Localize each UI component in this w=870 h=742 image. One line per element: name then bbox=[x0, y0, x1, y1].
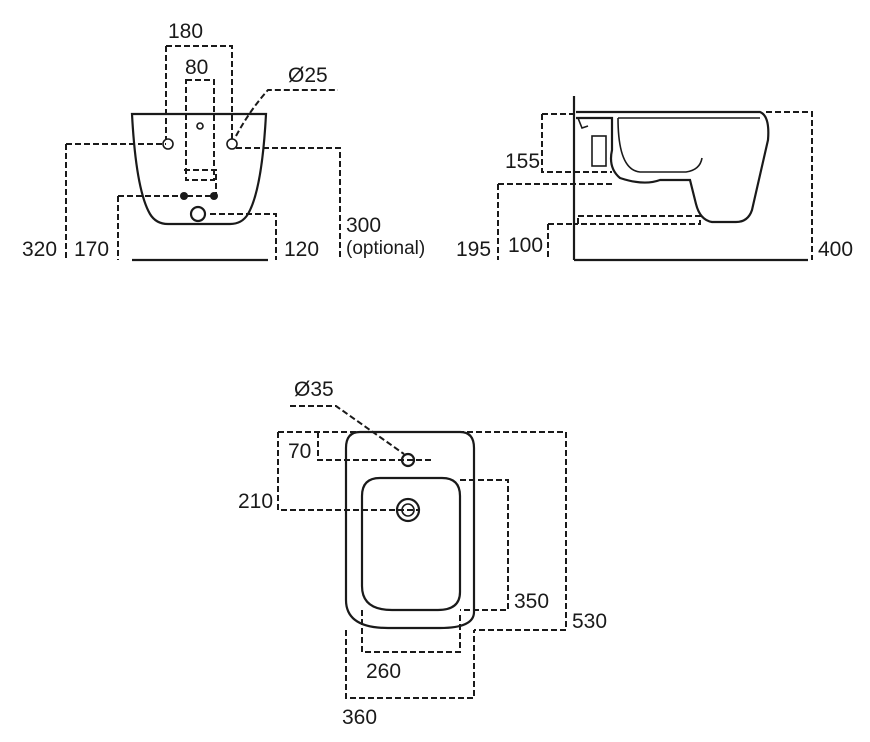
front-bidet-outline bbox=[130, 112, 268, 226]
label-195: 195 bbox=[456, 238, 491, 261]
label-100: 100 bbox=[508, 234, 543, 257]
dim-180-line bbox=[166, 45, 233, 140]
dim-d25-leader bbox=[235, 89, 338, 137]
dim-400-line bbox=[766, 111, 813, 260]
label-320: 320 bbox=[22, 238, 57, 261]
top-bowl-outline bbox=[360, 476, 462, 612]
fixing-hole-left bbox=[162, 138, 174, 150]
label-360: 360 bbox=[342, 706, 377, 729]
side-fixing-bracket bbox=[591, 135, 607, 167]
waste-outlet bbox=[189, 205, 207, 223]
side-bidet-profile bbox=[576, 110, 770, 224]
dim-80-line bbox=[185, 79, 215, 181]
dim-210-line bbox=[277, 432, 420, 511]
dim-300-line bbox=[236, 147, 341, 260]
label-70: 70 bbox=[288, 440, 311, 463]
label-120: 120 bbox=[284, 238, 319, 261]
front-view: 180 80 Ø25 320 170 120 300 (optional) bbox=[22, 20, 425, 262]
dim-260-line bbox=[361, 610, 461, 653]
label-80: 80 bbox=[185, 56, 208, 79]
top-view: Ø35 70 210 350 530 260 360 bbox=[238, 378, 607, 729]
dim-155-line bbox=[541, 114, 612, 173]
fixing-point-right bbox=[210, 192, 218, 200]
label-530: 530 bbox=[572, 610, 607, 633]
label-210: 210 bbox=[238, 490, 273, 513]
label-optional: (optional) bbox=[346, 238, 425, 259]
label-400: 400 bbox=[818, 238, 853, 261]
dim-70-line bbox=[317, 432, 432, 461]
label-180: 180 bbox=[168, 20, 203, 43]
side-carrier bbox=[577, 215, 701, 225]
dim-120-line bbox=[210, 213, 277, 260]
dim-350-line bbox=[460, 479, 509, 611]
side-view: 155 195 100 400 bbox=[456, 96, 853, 262]
dim-530-line bbox=[278, 431, 567, 631]
label-300: 300 bbox=[346, 214, 381, 237]
dim-360-line bbox=[345, 630, 475, 699]
label-170: 170 bbox=[74, 238, 109, 261]
dim-d35-leader bbox=[290, 405, 405, 455]
top-outer-outline bbox=[344, 430, 476, 630]
tap-hole bbox=[196, 122, 204, 130]
fixing-hole-right bbox=[226, 138, 238, 150]
label-d35: Ø35 bbox=[294, 378, 334, 401]
label-155: 155 bbox=[505, 150, 540, 173]
label-350: 350 bbox=[514, 590, 549, 613]
label-260: 260 bbox=[366, 660, 401, 683]
label-d25: Ø25 bbox=[288, 64, 328, 87]
